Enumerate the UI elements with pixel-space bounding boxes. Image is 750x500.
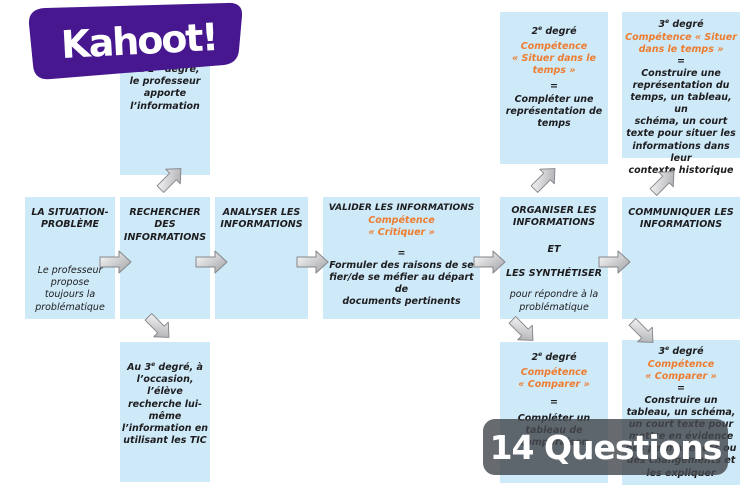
node-title: ORGANISER LES INFORMATIONS [511, 205, 597, 229]
degree-num: 3 [658, 19, 666, 31]
node-synthetiser: LES SYNTHÉTISER [506, 268, 602, 279]
node-communiquer: COMMUNIQUER LES INFORMATIONS [622, 197, 740, 319]
equals-sign: = [677, 383, 685, 395]
flow-arrow-up-1 [156, 168, 182, 193]
node-rechercher: RECHERCHER DES INFORMATIONS [120, 197, 210, 319]
node-valider: VALIDER LES INFORMATIONS Compétence « Cr… [323, 197, 480, 319]
node-title: VALIDER LES INFORMATIONS [328, 203, 475, 213]
flow-arrow-right-1 [99, 250, 132, 274]
degree-label: 3e degré [622, 19, 740, 32]
degree-num: 3 [658, 346, 666, 358]
node-title: RECHERCHER DES INFORMATIONS [123, 207, 207, 243]
degree-text: degré [542, 26, 577, 38]
competence-label: Compétence « Critiquer » [368, 214, 435, 239]
degree-text: degré [542, 352, 577, 364]
kahoot-logo-shape [28, 2, 243, 80]
flow-arrow-down-3 [628, 318, 654, 343]
flow-arrow-down-2 [508, 316, 534, 341]
flow-arrow-down-1 [144, 313, 170, 338]
degree-text: degré, le professeur apporte l’informati… [129, 64, 201, 112]
degree-text: degré, à l’occasion, l’élève recherche l… [121, 362, 209, 447]
node-3e-situer: 3e degré Compétence « Situer dans le tem… [622, 12, 740, 176]
kahoot-logo-text: Kahoot! [60, 15, 218, 67]
flow-arrow-right-5 [598, 250, 631, 274]
competence-label: Compétence « Comparer » [645, 358, 717, 382]
node-situation-probleme: LA SITUATION- PROBLÈME Le professeur pro… [25, 197, 115, 319]
node-body: Compléter une représentation de temps [505, 93, 603, 130]
degree-num: 2 [531, 26, 539, 38]
degree-num: 2 [531, 352, 539, 364]
node-body: Le professeur propose toujours la problé… [35, 264, 105, 313]
competence-label: Compétence « Situer dans le temps » [625, 31, 737, 55]
node-body: pour répondre à la problématique [509, 289, 599, 313]
degree-sup: e [151, 362, 156, 368]
degree-label: 2e degré [500, 26, 608, 39]
flow-arrow-right-4 [473, 250, 506, 274]
degree-sup: e [538, 26, 543, 32]
node-title: LA SITUATION- PROBLÈME [31, 207, 109, 231]
node-3e-recherche-tic: Au 3e degré, à l’occasion, l’élève reche… [120, 342, 210, 482]
flow-arrow-right-3 [296, 250, 329, 274]
equals-sign: = [550, 80, 558, 92]
competence-label: Compétence « Comparer » [518, 366, 590, 390]
degree-sup: e [538, 352, 543, 358]
degree-text: degré [669, 346, 704, 358]
degree-num: Au 3 [127, 362, 152, 374]
flow-arrow-up-3 [649, 171, 675, 196]
degree-sup: e [665, 346, 670, 352]
node-et: ET [547, 244, 561, 255]
questions-badge: 14 Questions [483, 419, 728, 475]
node-organiser: ORGANISER LES INFORMATIONS ET LES SYNTHÉ… [500, 197, 608, 319]
flow-arrow-right-2 [195, 250, 228, 274]
equals-sign: = [677, 56, 685, 68]
kahoot-logo: Kahoot! [28, 2, 243, 80]
node-title: COMMUNIQUER LES INFORMATIONS [628, 207, 734, 231]
degree-sup: e [665, 19, 670, 25]
node-body: Formuler des raisons de se fier/de se mé… [329, 259, 474, 308]
degree-text: degré [669, 19, 704, 31]
node-body: Construire une représentation du temps, … [626, 67, 736, 176]
flow-arrow-up-2 [530, 168, 556, 193]
questions-count-label: 14 Questions [489, 427, 723, 467]
equals-sign: = [550, 397, 558, 409]
node-title: ANALYSER LES INFORMATIONS [220, 207, 303, 231]
node-analyser: ANALYSER LES INFORMATIONS [215, 197, 308, 319]
node-body: Au 3e degré, à l’occasion, l’élève reche… [120, 362, 210, 447]
degree-label: 2e degré [500, 352, 608, 365]
competence-label: Compétence « Situer dans le temps » [512, 40, 596, 77]
node-2e-situer: 2e degré Compétence « Situer dans le tem… [500, 12, 608, 164]
degree-label: 3e degré [622, 346, 740, 359]
equals-sign: = [397, 248, 406, 260]
